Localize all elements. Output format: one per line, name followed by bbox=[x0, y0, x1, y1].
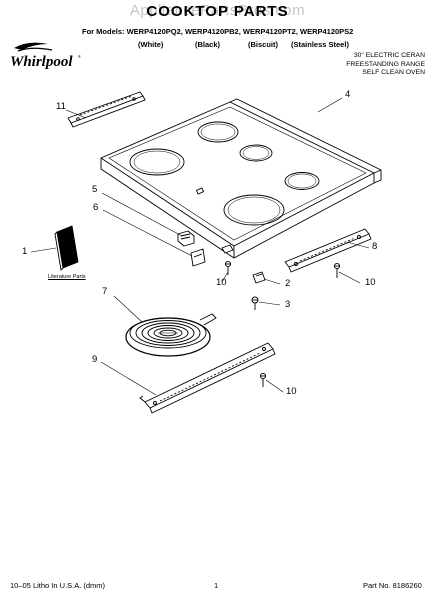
leader-10c bbox=[265, 379, 284, 393]
callout-10: 10 bbox=[286, 386, 297, 397]
footer-litho: 10–05 Litho In U.S.A. (dmm) bbox=[10, 581, 106, 590]
leader-2 bbox=[263, 278, 281, 285]
part-switch bbox=[177, 230, 195, 247]
screw-3 bbox=[251, 296, 259, 310]
part-rear-trim bbox=[67, 91, 146, 128]
leader-5 bbox=[101, 192, 183, 237]
literature-label: Literature Parts bbox=[48, 274, 86, 280]
callout-7: 7 bbox=[102, 286, 108, 297]
leader-7 bbox=[113, 295, 143, 323]
color-biscuit: (Biscuit) bbox=[248, 40, 278, 49]
part-switch-bracket bbox=[190, 248, 206, 267]
part-cooktop bbox=[100, 98, 382, 259]
leader-3 bbox=[258, 301, 281, 306]
footer-page-number: 1 bbox=[214, 581, 219, 590]
part-clip bbox=[221, 244, 234, 254]
callout-2: 2 bbox=[285, 278, 291, 289]
screw-10a bbox=[224, 260, 232, 275]
page-title: COOKTOP PARTS bbox=[146, 3, 289, 20]
description-line: SELF CLEAN OVEN bbox=[362, 69, 425, 76]
color-stainless: (Stainless Steel) bbox=[291, 40, 349, 49]
watermark-text: AppliancePartsPros.com bbox=[129, 2, 306, 19]
callout-1: 1 bbox=[22, 246, 28, 257]
leader-1 bbox=[30, 247, 57, 253]
color-white: (White) bbox=[138, 40, 164, 49]
product-description: 30" ELECTRIC CERAN FREESTANDING RANGE SE… bbox=[346, 52, 425, 78]
part-clip-2 bbox=[252, 271, 266, 284]
svg-text:®: ® bbox=[78, 54, 81, 59]
screw-10b bbox=[333, 262, 341, 278]
callout-10: 10 bbox=[365, 277, 376, 288]
callout-8: 8 bbox=[372, 241, 378, 252]
description-line: 30" ELECTRIC CERAN bbox=[353, 52, 425, 59]
leader-9 bbox=[100, 361, 157, 396]
leader-6 bbox=[102, 209, 193, 257]
footer-part-number: Part No. 8186260 bbox=[363, 581, 422, 590]
svg-text:Whirlpool: Whirlpool bbox=[10, 54, 73, 70]
callout-6: 6 bbox=[93, 202, 99, 213]
leader-8 bbox=[346, 241, 370, 249]
part-front-bracket bbox=[139, 342, 276, 414]
callout-5: 5 bbox=[92, 184, 98, 195]
callout-4: 4 bbox=[345, 89, 351, 100]
color-black: (Black) bbox=[195, 40, 221, 49]
leader-11 bbox=[65, 109, 87, 119]
leader-10a bbox=[221, 271, 229, 283]
models-line: For Models: WERP4120PQ2, WERP4120PB2, WE… bbox=[82, 27, 354, 36]
part-side-bracket bbox=[284, 228, 372, 273]
description-line: FREESTANDING RANGE bbox=[346, 60, 425, 68]
callout-10: 10 bbox=[216, 277, 227, 288]
callout-3: 3 bbox=[285, 299, 291, 310]
part-literature bbox=[54, 225, 79, 271]
leader-4 bbox=[317, 97, 343, 113]
callout-11: 11 bbox=[56, 101, 66, 112]
whirlpool-logo: Whirlpool ® bbox=[10, 42, 81, 70]
screw-10c bbox=[259, 372, 267, 387]
callout-9: 9 bbox=[92, 354, 98, 365]
leader-10b bbox=[338, 271, 361, 284]
part-surface-element bbox=[125, 313, 217, 357]
